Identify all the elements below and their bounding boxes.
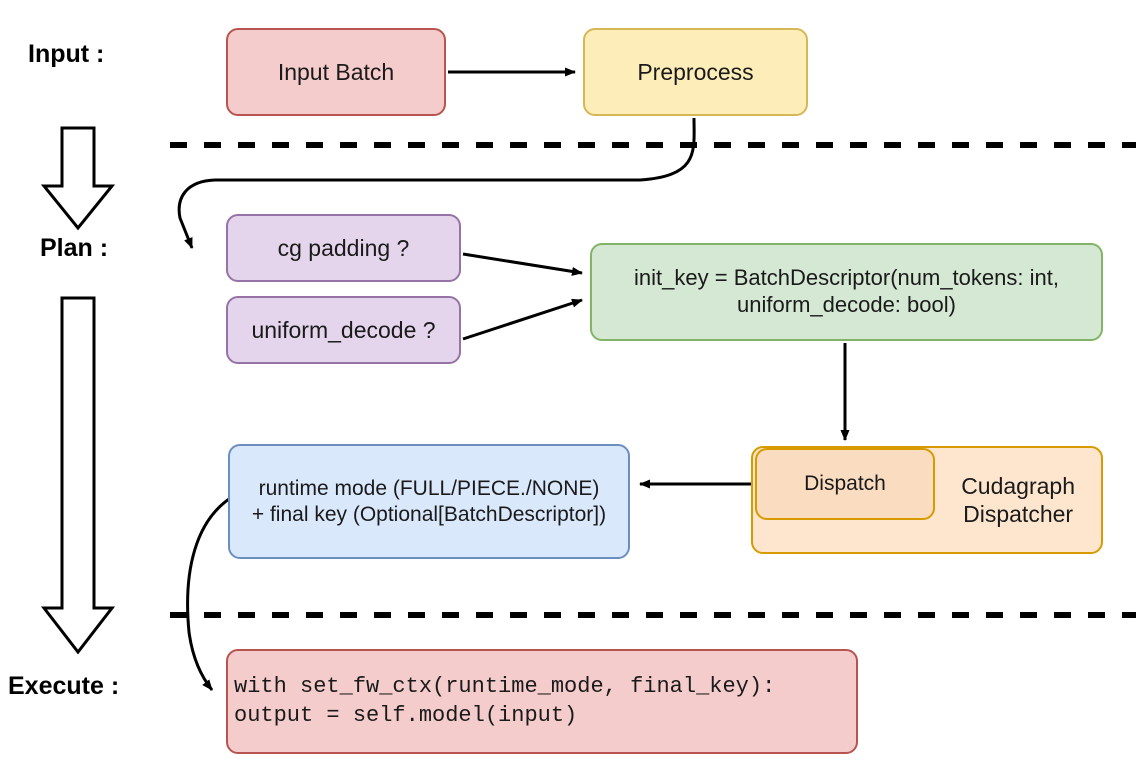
node-uniform-decode[interactable]: uniform_decode ? [226,296,461,364]
stage-label-plan: Plan : [40,234,109,262]
input-to-plan-arrow [40,126,116,231]
edge-cg-padding-to-init-key [462,252,583,276]
node-exec-code[interactable]: with set_fw_ctx(runtime_mode, final_key)… [226,649,858,754]
node-preprocess[interactable]: Preprocess [583,28,808,116]
stage-label-execute: Execute : [8,672,120,700]
node-dispatch[interactable]: Dispatch [755,448,935,520]
node-input-batch[interactable]: Input Batch [226,28,446,116]
node-init-key[interactable]: init_key = BatchDescriptor(num_tokens: i… [590,243,1103,341]
edge-uniform-decode-to-init-key [462,298,583,341]
node-runtime-mode[interactable]: runtime mode (FULL/PIECE./NONE) + final … [228,444,630,559]
node-cg-padding[interactable]: cg padding ? [226,214,461,282]
stage-label-input: Input : [28,40,105,68]
plan-to-execute-arrow [40,296,116,655]
